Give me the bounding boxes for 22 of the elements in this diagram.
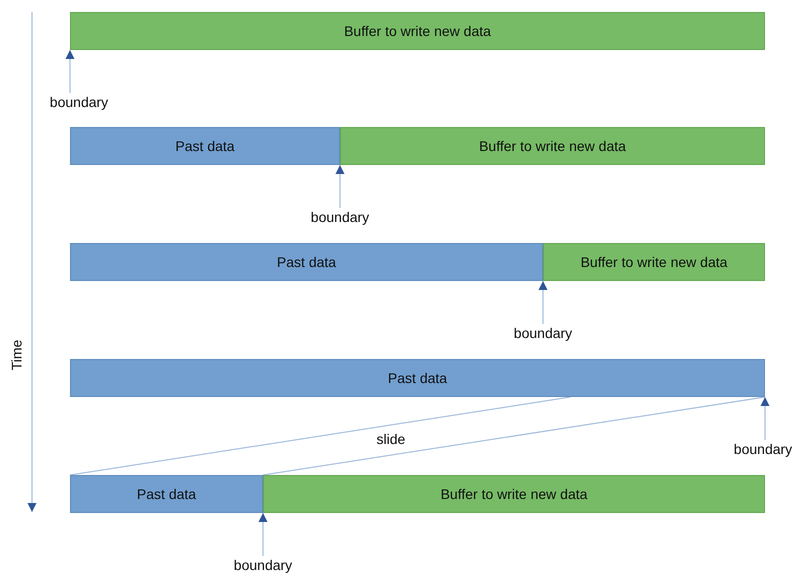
slide-label: slide	[376, 430, 406, 448]
boundary-label: boundary	[300, 208, 380, 226]
slide-line	[70, 396, 571, 476]
past-data-bar: Past data	[70, 359, 765, 397]
boundary-label: boundary	[723, 440, 800, 458]
leader-arrow	[760, 396, 770, 440]
boundary-label: boundary	[39, 93, 119, 111]
buffer-bar: Buffer to write new data	[263, 475, 765, 513]
buffer-bar: Buffer to write new data	[340, 127, 765, 165]
buffer-bar: Buffer to write new data	[543, 243, 765, 281]
past-data-bar: Past data	[70, 127, 340, 165]
leader-arrow	[258, 512, 268, 556]
time-axis-label: Time	[6, 340, 25, 370]
boundary-label: boundary	[223, 556, 303, 574]
leader-arrow	[538, 280, 548, 324]
leader-arrow	[336, 164, 344, 208]
slide-line	[262, 396, 766, 476]
past-data-bar: Past data	[70, 243, 543, 281]
leader-arrow	[66, 50, 74, 94]
buffer-bar: Buffer to write new data	[70, 12, 765, 50]
boundary-label: boundary	[503, 324, 583, 342]
past-data-bar: Past data	[70, 475, 263, 513]
